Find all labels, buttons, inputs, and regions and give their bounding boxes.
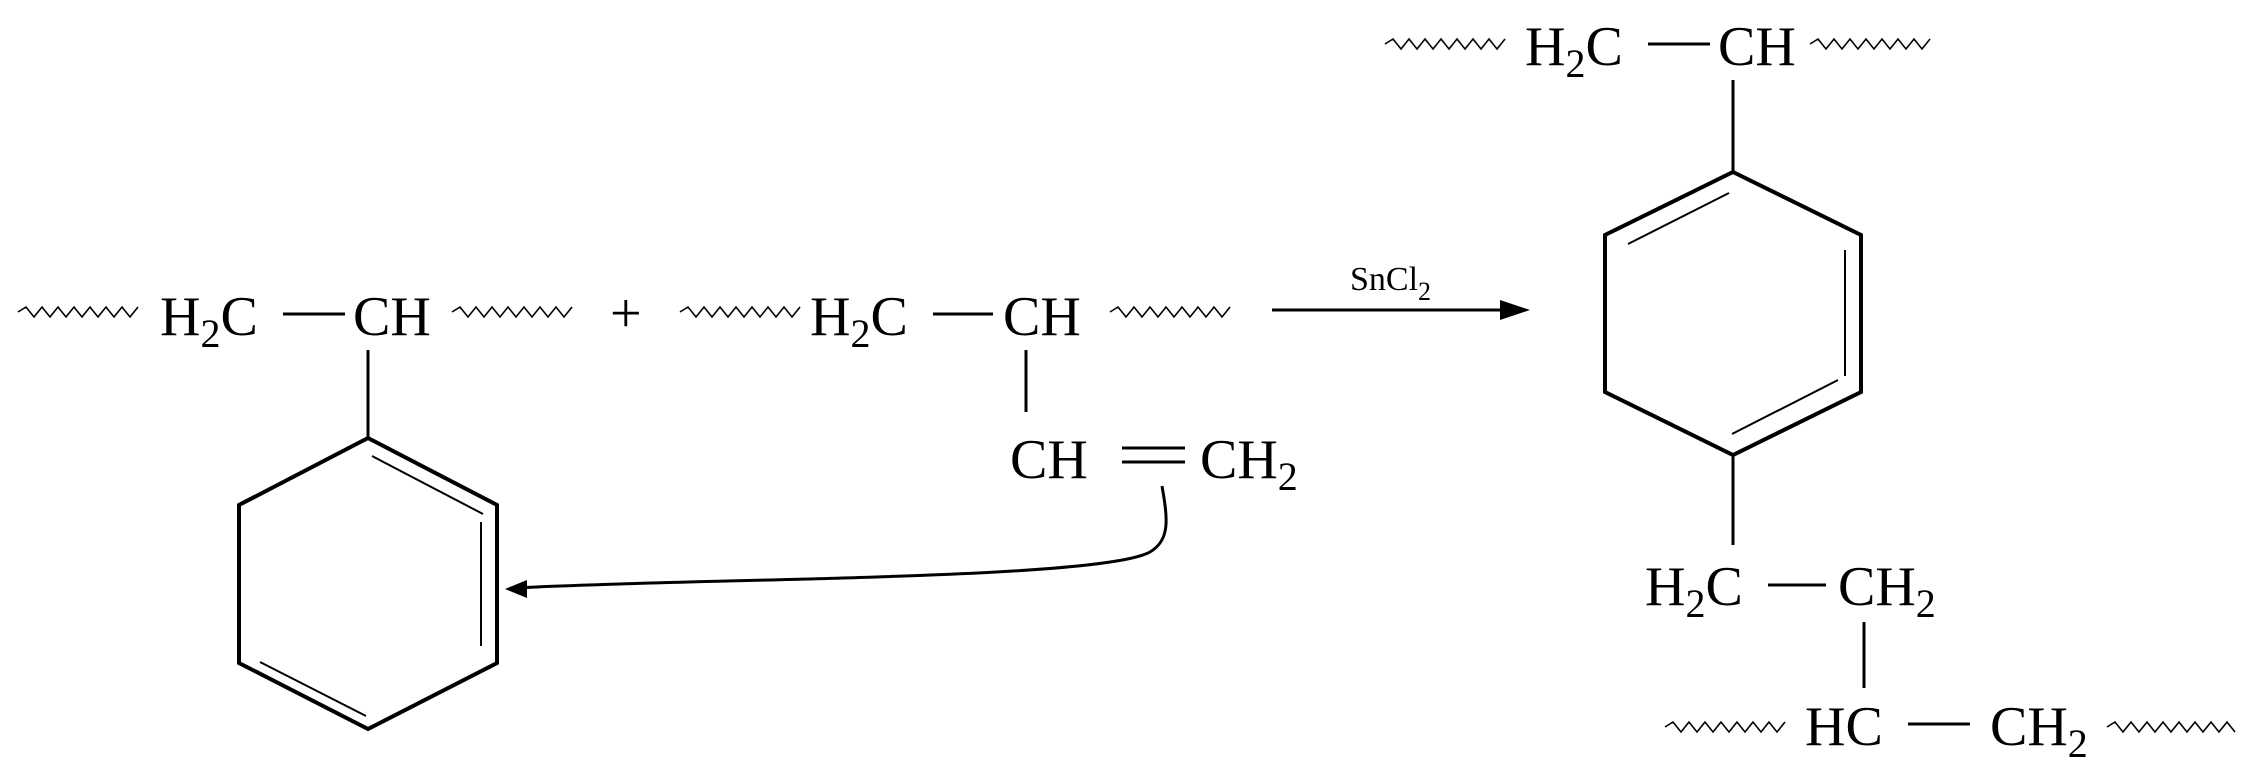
ring-double-bond	[1627, 192, 1730, 245]
curved-attack-arrow	[514, 485, 1168, 590]
reactant-polybutadiene: H2C CH CH CH2	[505, 286, 1298, 598]
methine-label: HC	[1805, 696, 1883, 758]
reaction-arrow: SnCl2	[1272, 261, 1530, 320]
benzene-ring	[237, 435, 499, 732]
ring-double-bond	[1731, 379, 1839, 435]
ring-double-bond	[371, 455, 484, 515]
benzene-ring	[1603, 169, 1863, 458]
chain-wavy-line	[1809, 37, 1931, 51]
methine-label: CH	[1718, 16, 1796, 78]
plus-sign: +	[610, 283, 642, 345]
vinyl-methine-label: CH	[1010, 429, 1088, 491]
arrowhead	[1500, 300, 1530, 320]
chain-wavy-line	[679, 305, 801, 319]
methylene-label: H2C	[1645, 556, 1743, 626]
methine-label: CH	[353, 286, 431, 348]
product-crosslinked: H2C CH H2C CH2 HC CH2	[1384, 16, 2236, 766]
methine-label: CH	[1003, 286, 1081, 348]
chain-wavy-line	[1384, 37, 1506, 51]
methylene-label: CH2	[1838, 556, 1936, 626]
methylene-label: CH2	[1990, 696, 2088, 766]
methylene-label: H2C	[1525, 16, 1623, 86]
chain-wavy-line	[451, 305, 573, 319]
methylene-label: H2C	[160, 286, 258, 356]
methylene-label: H2C	[810, 286, 908, 356]
reactant-polystyrene: H2C CH	[17, 286, 573, 732]
chain-wavy-line	[1664, 720, 1786, 734]
chain-wavy-line	[1109, 305, 1231, 319]
chain-wavy-line	[17, 305, 139, 319]
arrowhead	[505, 580, 527, 598]
vinyl-methylene-label: CH2	[1200, 429, 1298, 499]
chain-wavy-line	[2106, 720, 2236, 734]
ring-double-bond	[259, 661, 367, 717]
catalyst-label: SnCl2	[1350, 261, 1431, 306]
